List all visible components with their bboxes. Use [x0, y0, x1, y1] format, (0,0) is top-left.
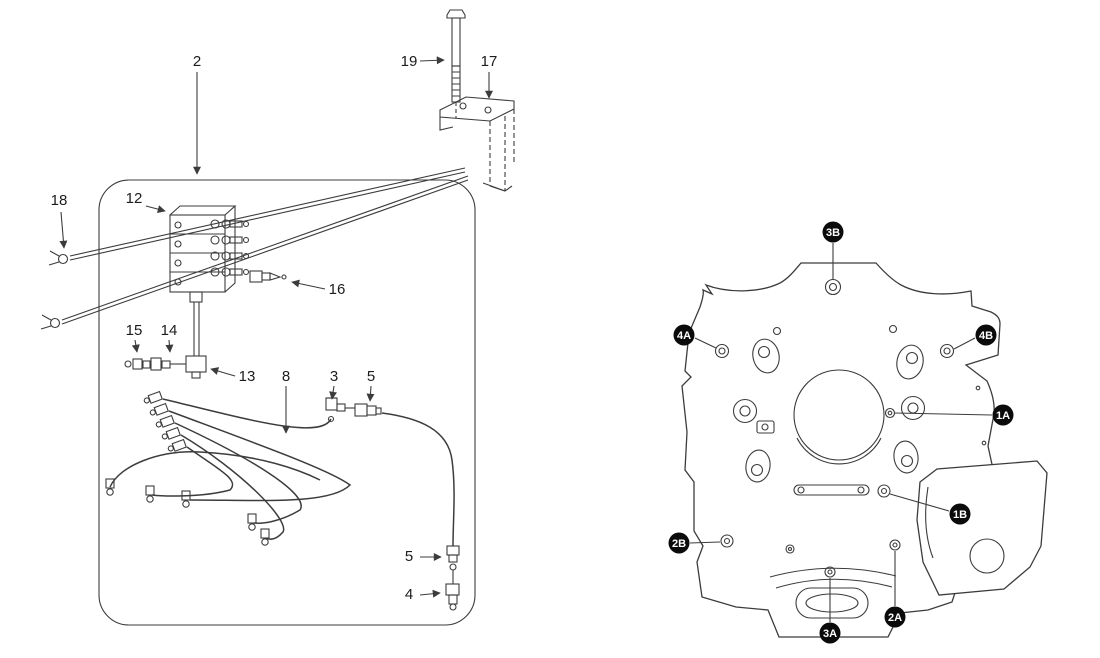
callout-1B[interactable]: 1B [949, 503, 971, 525]
part-label-4[interactable]: 4 [405, 586, 413, 603]
leader-lines-left [59, 56, 493, 598]
callout-3B-label: 3B [826, 227, 840, 239]
part-labels: 2 19 17 18 12 16 15 14 13 8 3 5 5 4 [51, 53, 498, 603]
bracket-17-drawing [439, 96, 515, 192]
kit-boundary-frame [98, 179, 476, 626]
manifold-port-fittings [210, 219, 250, 277]
hose-stack-fittings [143, 390, 187, 452]
hose-kit-diagram: 2 19 17 18 12 16 15 14 13 8 3 5 5 4 [40, 9, 515, 626]
part-label-8[interactable]: 8 [282, 368, 290, 385]
part-label-14[interactable]: 14 [161, 322, 178, 339]
backplate-outline [681, 262, 1001, 638]
part-label-17[interactable]: 17 [481, 53, 498, 70]
callout-2B-label: 2B [672, 538, 686, 550]
part-label-3[interactable]: 3 [330, 368, 338, 385]
fitting-13-14-15-drawing [124, 291, 207, 379]
callout-2A[interactable]: 2A [884, 606, 906, 628]
fitting-16-drawing [249, 270, 287, 283]
part-label-16[interactable]: 16 [329, 281, 346, 298]
callout-1A[interactable]: 1A [992, 404, 1014, 426]
callout-4B[interactable]: 4B [975, 324, 997, 346]
callout-3A-label: 3A [823, 628, 837, 640]
part-label-12[interactable]: 12 [126, 190, 143, 207]
part-label-19[interactable]: 19 [401, 53, 418, 70]
cover-plate [916, 460, 1048, 596]
backplate-features [714, 278, 987, 619]
callout-1A-label: 1A [996, 410, 1010, 422]
callout-1B-label: 1B [953, 509, 967, 521]
callout-3B[interactable]: 3B [822, 221, 844, 243]
hose-bundle-8 [105, 390, 455, 547]
backplate-diagram: 3B 4A 4B 1A 1B 2B [668, 221, 1048, 644]
callout-4B-label: 4B [979, 330, 993, 342]
bolt-19-drawing [446, 9, 466, 118]
fitting-5-4-drawing [445, 545, 460, 611]
callout-4A[interactable]: 4A [673, 324, 695, 346]
callout-2B[interactable]: 2B [668, 532, 690, 554]
part-label-15[interactable]: 15 [126, 322, 143, 339]
hoses [109, 398, 455, 547]
eyelet-terminals [40, 250, 69, 330]
callout-2A-label: 2A [888, 612, 902, 624]
manifold-block-12 [169, 205, 250, 293]
fitting-3-5-drawing [325, 397, 382, 423]
callout-4A-label: 4A [677, 330, 691, 342]
callout-3A[interactable]: 3A [819, 622, 841, 644]
part-label-2[interactable]: 2 [193, 53, 201, 70]
tube-lines [61, 167, 469, 325]
part-label-18[interactable]: 18 [51, 192, 68, 209]
part-label-5-top[interactable]: 5 [367, 368, 375, 385]
hose-elbow-ends [105, 478, 270, 546]
part-label-5-bottom[interactable]: 5 [405, 548, 413, 565]
leader-lines-right [689, 243, 993, 622]
callout-badges: 3B 4A 4B 1A 1B 2B [668, 221, 1014, 644]
part-label-13[interactable]: 13 [239, 368, 256, 385]
